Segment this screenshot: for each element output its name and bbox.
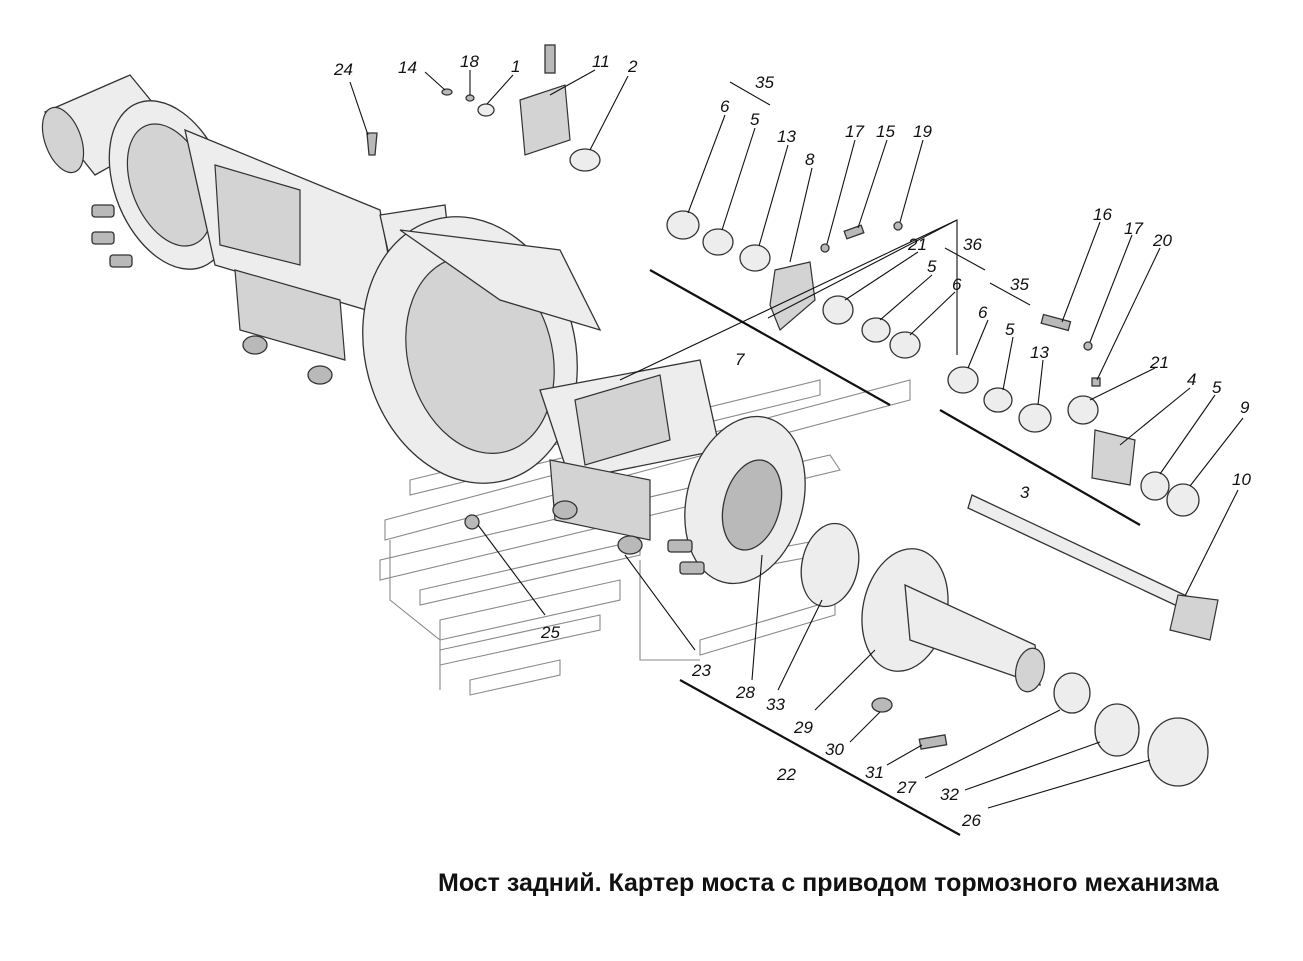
callout-label: 7 — [735, 350, 745, 369]
callout-label: 1 — [511, 57, 520, 76]
callout-label: 2 — [627, 57, 638, 76]
callout-label: 8 — [805, 150, 815, 169]
diagram-caption: Мост задний. Картер моста с приводом тор… — [438, 869, 1219, 897]
callout-label: 23 — [691, 661, 711, 680]
callout-label: 10 — [1232, 470, 1251, 489]
callout-label: 5 — [1005, 320, 1015, 339]
small-parts — [366, 44, 1219, 787]
callout-label: 33 — [766, 695, 785, 714]
callout-label: 6 — [720, 97, 730, 116]
callout-label: 5 — [750, 110, 760, 129]
callout-label: 32 — [940, 785, 959, 804]
callout-label: 13 — [777, 127, 796, 146]
callout-label: 28 — [735, 683, 755, 702]
assembly-brackets — [619, 81, 1141, 836]
callout-label: 21 — [1149, 353, 1169, 372]
callout-label: 31 — [865, 763, 884, 782]
callout-label: 6 — [978, 303, 988, 322]
callout-label: 27 — [896, 778, 916, 797]
callout-label: 4 — [1187, 370, 1196, 389]
callout-label: 17 — [845, 122, 864, 141]
callout-label: 19 — [913, 122, 932, 141]
callout-label: 17 — [1124, 219, 1143, 238]
callout-label: 29 — [793, 718, 813, 737]
axle-housing — [41, 74, 806, 585]
callout-label: 16 — [1093, 205, 1112, 224]
callout-label: 22 — [776, 765, 796, 784]
callout-label: 9 — [1240, 398, 1250, 417]
callout-label: 14 — [398, 58, 417, 77]
callout-label: 21 — [907, 235, 927, 254]
callout-label: 18 — [460, 52, 479, 71]
callout-label: 6 — [952, 275, 962, 294]
callout-label: 30 — [825, 740, 844, 759]
callout-label: 5 — [927, 257, 937, 276]
callout-label: 35 — [755, 73, 774, 92]
callout-label: 24 — [333, 60, 353, 79]
callout-label: 3 — [1020, 483, 1030, 502]
callout-label: 11 — [592, 52, 610, 71]
callout-label: 26 — [961, 811, 981, 830]
callout-label: 35 — [1010, 275, 1029, 294]
callout-label: 15 — [876, 122, 895, 141]
callout-labels: 24 14 18 1 11 2 35 6 5 13 8 17 15 19 21 … — [333, 52, 1251, 830]
leader-lines — [349, 69, 1244, 809]
callout-label: 5 — [1212, 378, 1222, 397]
callout-label: 13 — [1030, 343, 1049, 362]
callout-label: 20 — [1152, 231, 1172, 250]
callout-label: 36 — [963, 235, 982, 254]
callout-label: 25 — [540, 623, 560, 642]
